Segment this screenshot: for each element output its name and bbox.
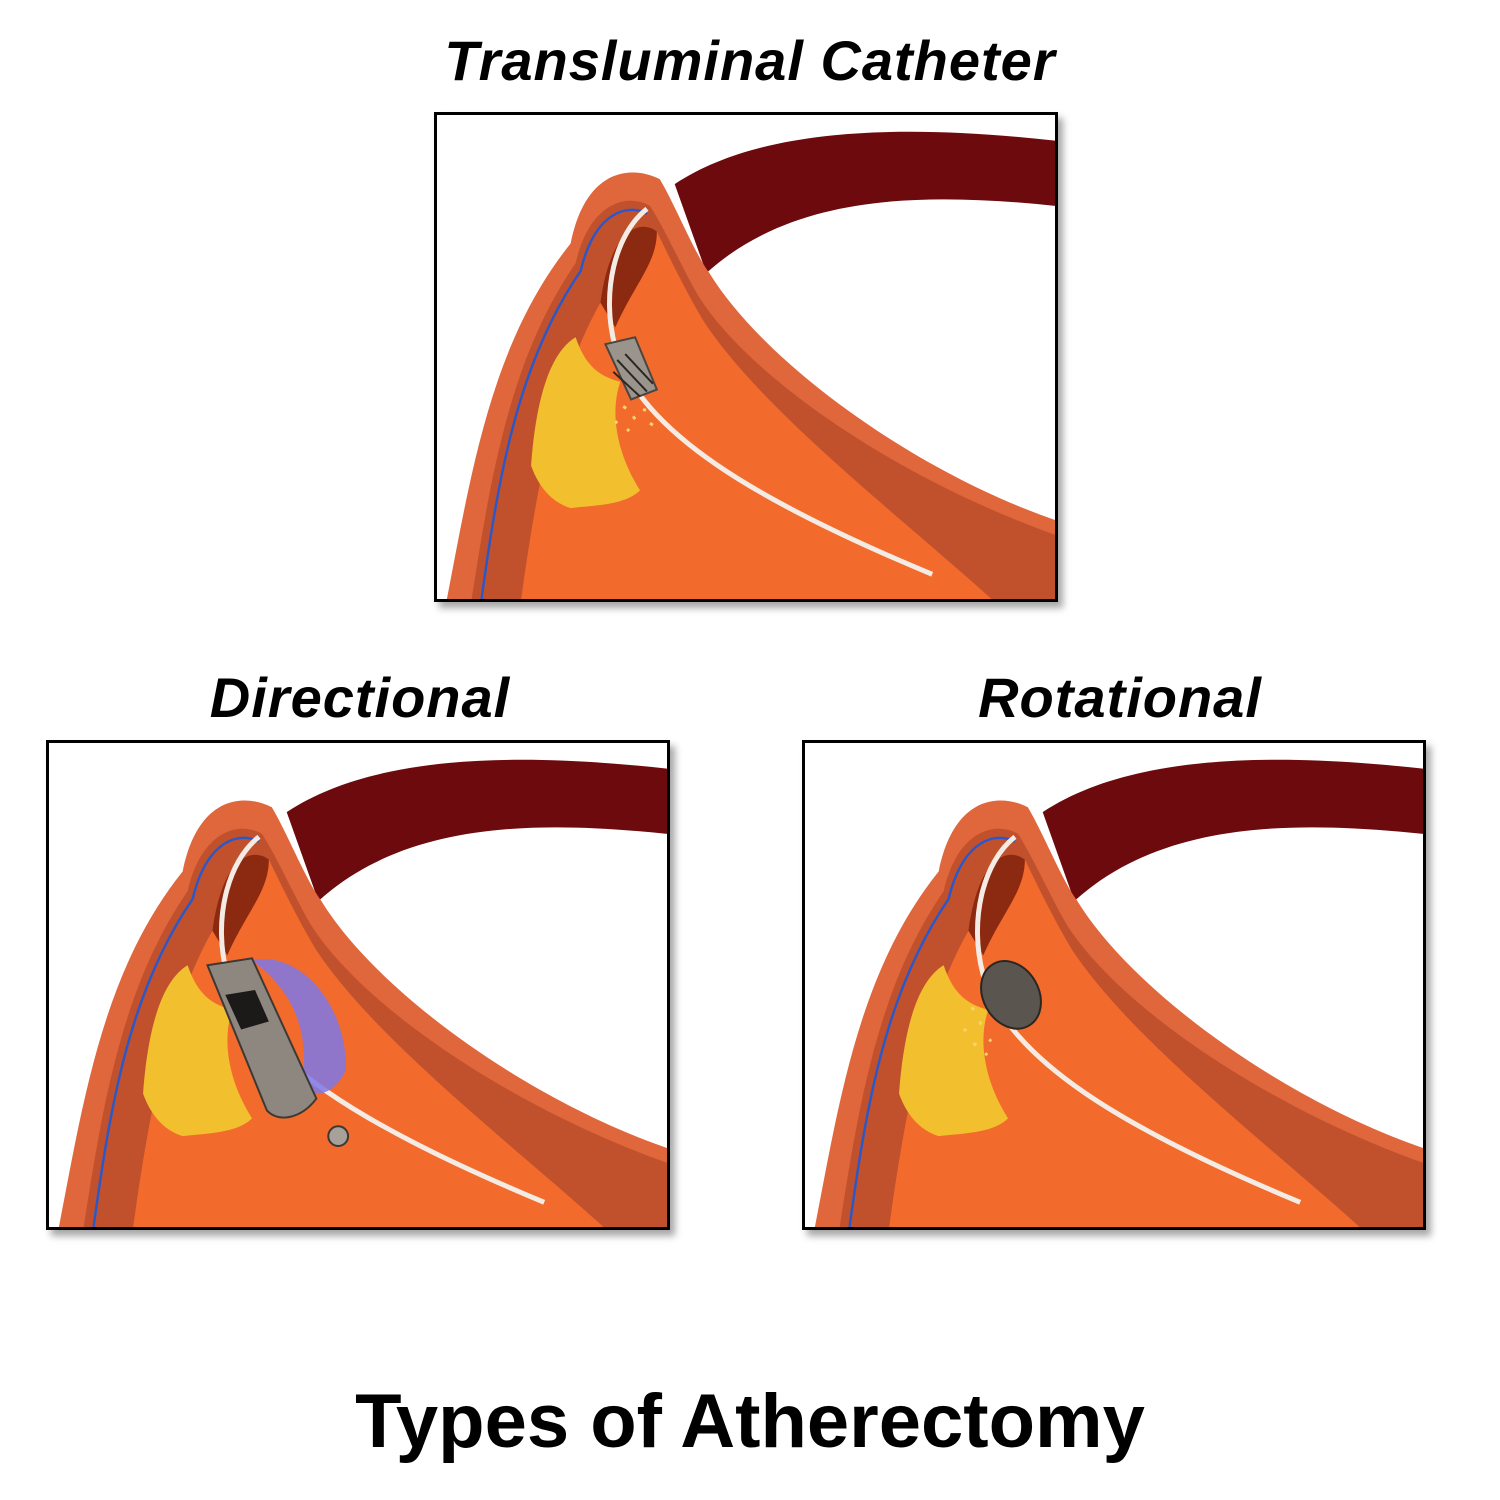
figure-caption: Types of Atherectomy [355, 1379, 1145, 1464]
artery-lumen-shadow [968, 854, 1025, 956]
artery-cross-section-illustration [446, 131, 1055, 599]
artery-outer-back-wall [1042, 759, 1423, 902]
artery-outer-back-wall [674, 131, 1055, 274]
device-cutting-window [225, 989, 269, 1030]
artery-lumen-shadow [600, 226, 657, 328]
artery-lumen [889, 854, 1360, 1227]
catheter-blades [612, 353, 654, 398]
panel-title-rotational: Rotational [978, 666, 1262, 729]
device-nose-tip [327, 1125, 350, 1147]
artery-cross-section-illustration [58, 759, 667, 1227]
artery-outer-back-wall [286, 759, 667, 902]
directional-atherectomy-illustration [46, 740, 670, 1230]
artery-lumen [133, 854, 604, 1227]
directional-device [206, 834, 546, 1205]
artery-lumen [521, 226, 992, 599]
rotational-device [962, 834, 1302, 1205]
plaque [899, 965, 1009, 1137]
artery-membrane [480, 208, 648, 599]
plaque-debris [614, 405, 654, 433]
artery [58, 759, 667, 1227]
plaque-debris [962, 1006, 993, 1057]
artery [814, 759, 1423, 1227]
artery-membrane [848, 836, 1016, 1227]
catheter-device [603, 206, 934, 577]
artery-lumen-shadow [212, 854, 269, 956]
panel-title-transluminal-catheter: Transluminal Catheter [444, 29, 1056, 92]
artery-membrane [92, 836, 260, 1227]
rotational-burr [980, 960, 1042, 1030]
panel-title-directional: Directional [209, 666, 511, 729]
transluminal-catheter-illustration [434, 112, 1058, 602]
rotational-atherectomy-illustration [802, 740, 1426, 1230]
artery-cross-section-illustration [814, 759, 1423, 1227]
device-balloon [252, 959, 347, 1094]
plaque [531, 337, 641, 509]
artery [446, 131, 1055, 599]
